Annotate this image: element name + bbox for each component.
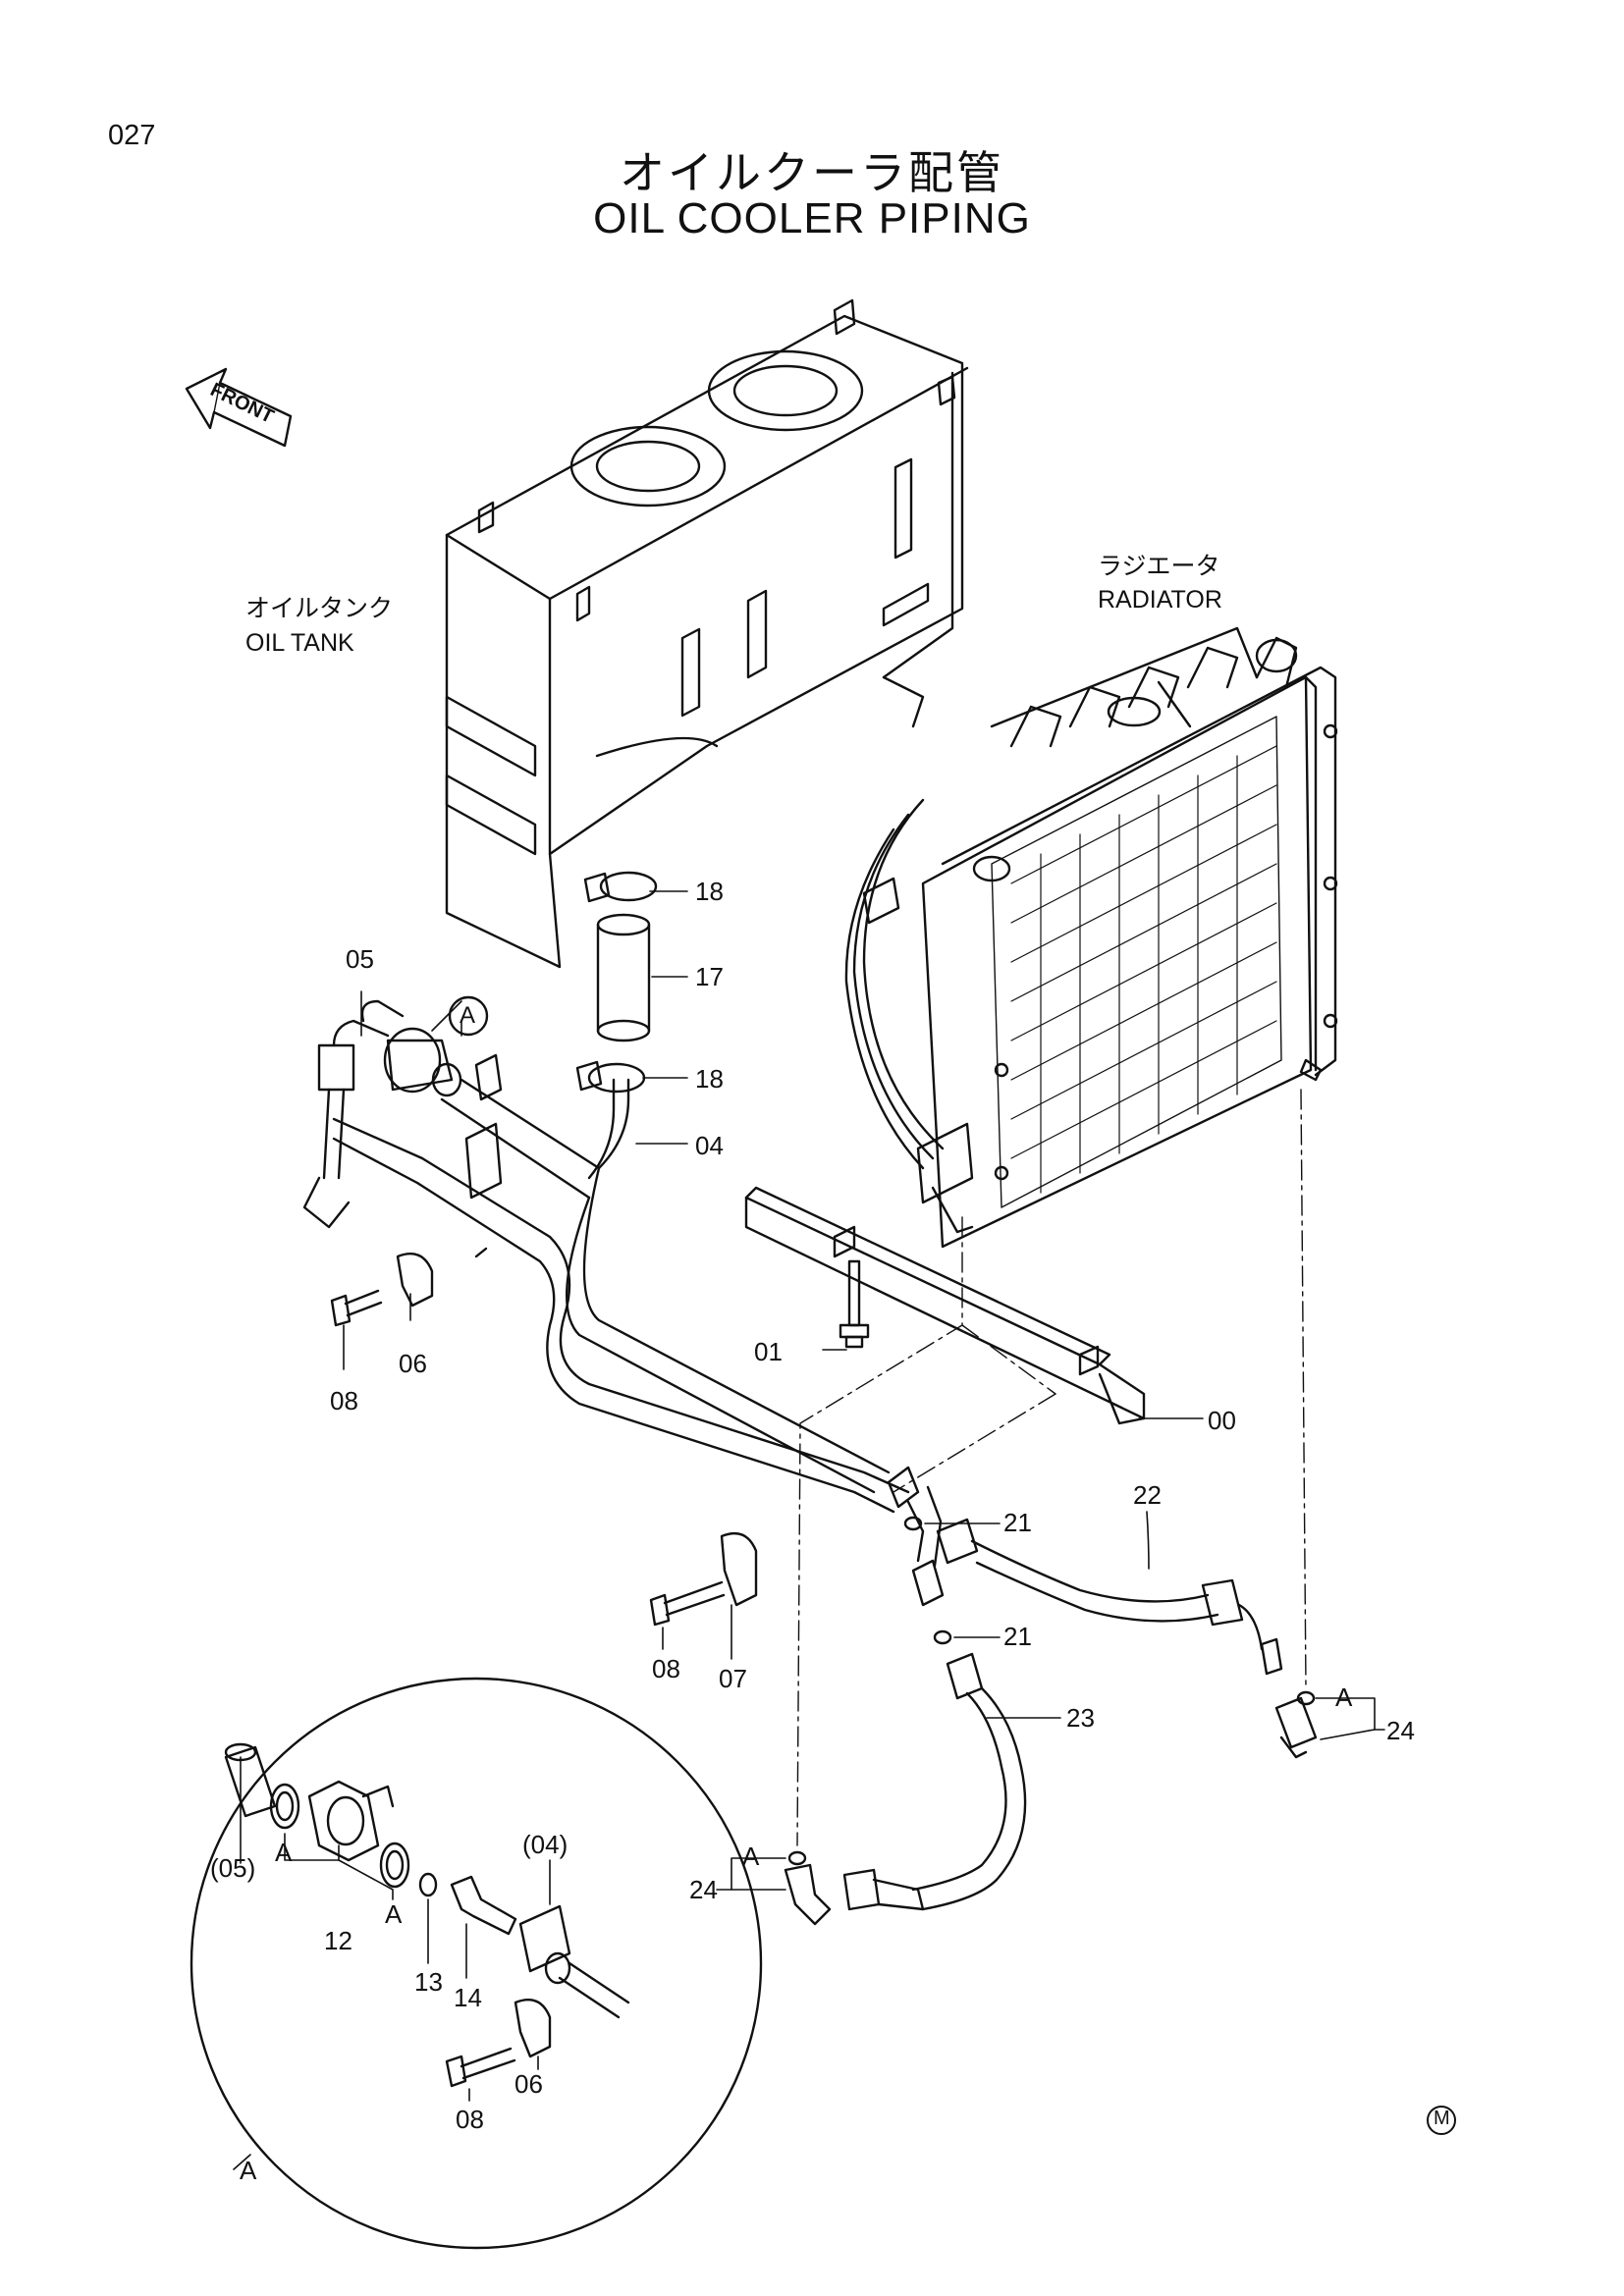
- o-ring-24-left: [787, 1850, 807, 1866]
- detail-callout-14: 14: [454, 1983, 482, 2012]
- callout-18-upper: 18: [695, 877, 724, 906]
- callout-24-right: 24: [1386, 1716, 1415, 1745]
- page-number: 027: [108, 120, 156, 151]
- callout-21-lower: 21: [1003, 1622, 1032, 1651]
- detail-leader-lines: [240, 1756, 551, 2102]
- hose-clamp-lower: [575, 1060, 646, 1094]
- hose-23-drawing: [842, 1652, 1027, 1911]
- callout-21-upper: 21: [1003, 1508, 1032, 1537]
- elbow-fitting-24-left: [784, 1863, 832, 1926]
- hose-clamp-upper: [583, 871, 658, 903]
- callout-22: 22: [1133, 1480, 1162, 1510]
- detail-view-label: A: [240, 2156, 257, 2185]
- o-ring-21-lower: [933, 1629, 952, 1645]
- clamp-07-drawing: [720, 1531, 758, 1607]
- front-arrow-icon: [185, 367, 293, 448]
- center-lines: [796, 1089, 1307, 1846]
- detail-view-parts: [224, 1742, 630, 2088]
- detail-callout-a-left: A: [275, 1838, 293, 1867]
- hose-22-drawing: [936, 1518, 1283, 1676]
- support-bracket-drawing: [744, 1186, 1146, 1425]
- radiator-label-jp: ラジエータ: [1098, 553, 1220, 580]
- bolt-01-drawing: [839, 1259, 870, 1349]
- callout-07: 07: [719, 1664, 747, 1693]
- callout-a-right: A: [1335, 1682, 1353, 1712]
- pipe-assembly-drawing: [302, 999, 945, 1607]
- leader-dash: [474, 1247, 488, 1258]
- detail-callout-04: (04): [522, 1830, 568, 1859]
- callout-04: 04: [695, 1131, 724, 1160]
- callout-05: 05: [346, 944, 374, 974]
- clamp-06-drawing: [396, 1252, 434, 1308]
- callout-a-left: A: [742, 1842, 760, 1871]
- bolt-08-drawing: [330, 1289, 383, 1327]
- oil-tank-drawing: [445, 298, 969, 969]
- callout-08-upper: 08: [330, 1386, 358, 1415]
- callout-17: 17: [695, 962, 724, 991]
- callout-08-lower: 08: [652, 1654, 680, 1683]
- oil-tank-label-en: OIL TANK: [245, 629, 354, 657]
- radiator-label-en: RADIATOR: [1098, 586, 1222, 614]
- title-english: OIL COOLER PIPING: [593, 194, 1031, 242]
- detail-callout-a-right: A: [385, 1899, 403, 1929]
- callout-06: 06: [399, 1349, 427, 1378]
- corner-mark-circle: [1427, 2106, 1456, 2135]
- hose-17-drawing: [596, 913, 651, 1042]
- detail-callout-06: 06: [514, 2069, 543, 2099]
- callout-18-lower: 18: [695, 1064, 724, 1094]
- detail-callout-08: 08: [456, 2105, 484, 2134]
- callout-01: 01: [754, 1337, 783, 1366]
- title-japanese: オイルクーラ配管: [620, 146, 1004, 199]
- callout-00: 00: [1208, 1406, 1236, 1435]
- callout-23: 23: [1066, 1703, 1095, 1733]
- radiator-drawing: [844, 626, 1338, 1249]
- oil-tank-label-jp: オイルタンク: [245, 595, 394, 622]
- detail-callout-13: 13: [414, 1967, 443, 1997]
- detail-marker-circle: [448, 995, 489, 1037]
- corner-mark: M: [1434, 2108, 1450, 2129]
- o-ring-21-upper: [903, 1516, 923, 1531]
- detail-marker-letter: A: [460, 1002, 476, 1029]
- bolt-08-lower-drawing: [649, 1580, 726, 1627]
- callout-24-left: 24: [689, 1875, 718, 1904]
- leader-lines: [343, 890, 1385, 1891]
- detail-view-leader: [233, 2154, 251, 2170]
- detail-view-circle: [189, 1677, 763, 2250]
- detail-callout-05: (05): [210, 1853, 256, 1883]
- elbow-fitting-24-right: [1274, 1696, 1318, 1759]
- detail-callout-12: 12: [324, 1926, 352, 1955]
